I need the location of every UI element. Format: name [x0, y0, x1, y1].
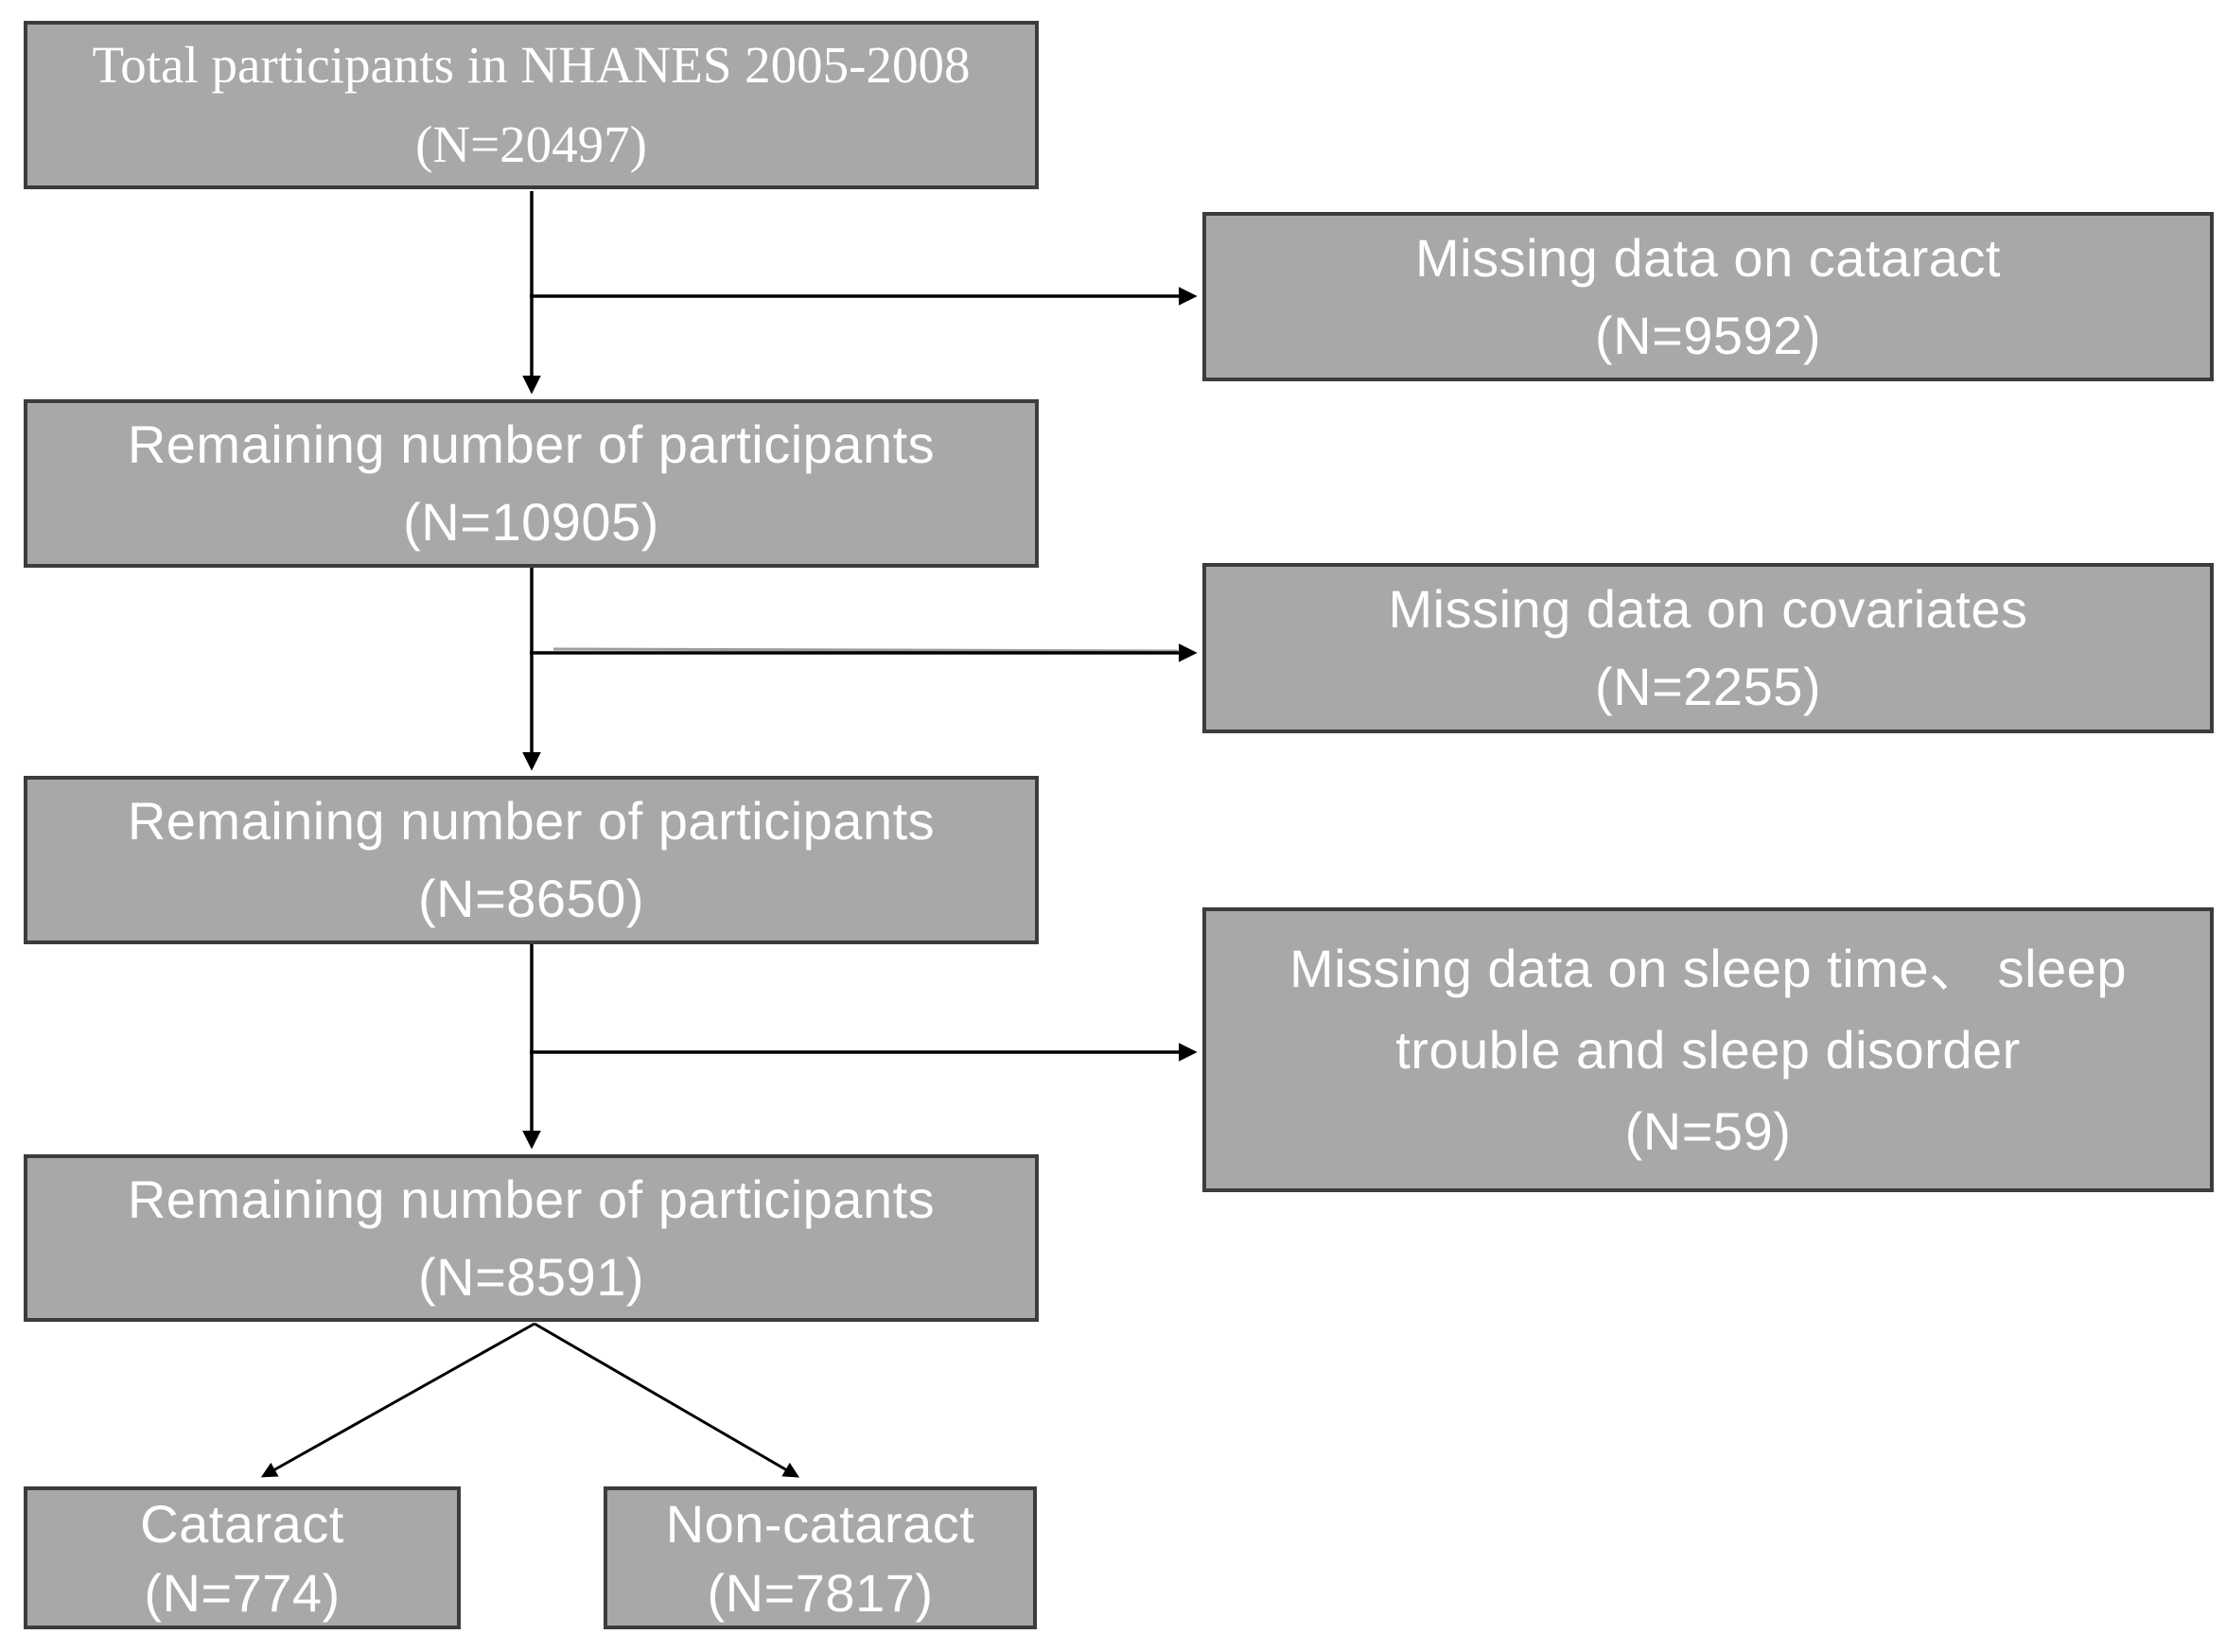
box-missing-covariates: Missing data on covariates (N=2255): [1202, 563, 2214, 733]
box-missing-cataract: Missing data on cataract (N=9592): [1202, 212, 2214, 381]
box-remaining-8591-line1: Remaining number of participants: [127, 1169, 936, 1229]
box-remaining-8650-count: (N=8650): [417, 869, 645, 928]
box-missing-sleep-count: (N=59): [1624, 1100, 1792, 1161]
box-missing-cataract-count: (N=9592): [1594, 305, 1822, 365]
box-remaining-8591: Remaining number of participants (N=8591…: [24, 1154, 1039, 1322]
box-remaining-8650: Remaining number of participants (N=8650…: [24, 776, 1039, 944]
box-cataract-count: (N=774): [144, 1562, 341, 1623]
box-remaining-8650-line1: Remaining number of participants: [127, 791, 936, 851]
box-remaining-8591-count: (N=8591): [417, 1246, 645, 1307]
box-missing-covariates-line1: Missing data on covariates: [1388, 579, 2028, 639]
box-total-count: (N=20497): [415, 115, 647, 173]
box-missing-sleep: Missing data on sleep time、 sleep troubl…: [1202, 907, 2214, 1192]
box-missing-covariates-count: (N=2255): [1594, 657, 1822, 716]
connector-ghost-line: [552, 647, 1179, 653]
arrow-split-to-non-cataract: [534, 1322, 800, 1478]
box-non-cataract-count: (N=7817): [707, 1562, 934, 1623]
box-total-participants: Total participants in NHANES 2005-2008 (…: [24, 21, 1039, 189]
box-missing-sleep-line2: trouble and sleep disorder: [1395, 1019, 2021, 1080]
box-missing-cataract-line1: Missing data on cataract: [1415, 227, 2001, 288]
box-total-line1: Total participants in NHANES 2005-2008: [92, 36, 971, 94]
box-remaining-10905-count: (N=10905): [403, 492, 659, 552]
box-cataract-label: Cataract: [140, 1493, 344, 1554]
box-non-cataract-label: Non-cataract: [665, 1493, 975, 1554]
box-missing-sleep-line1: Missing data on sleep time、 sleep: [1289, 938, 2127, 998]
box-remaining-10905-line1: Remaining number of participants: [127, 414, 936, 474]
box-outcome-non-cataract: Non-cataract (N=7817): [604, 1486, 1037, 1629]
box-outcome-cataract: Cataract (N=774): [24, 1486, 461, 1629]
arrow-split-to-cataract: [260, 1322, 535, 1478]
box-remaining-10905: Remaining number of participants (N=1090…: [24, 399, 1039, 568]
